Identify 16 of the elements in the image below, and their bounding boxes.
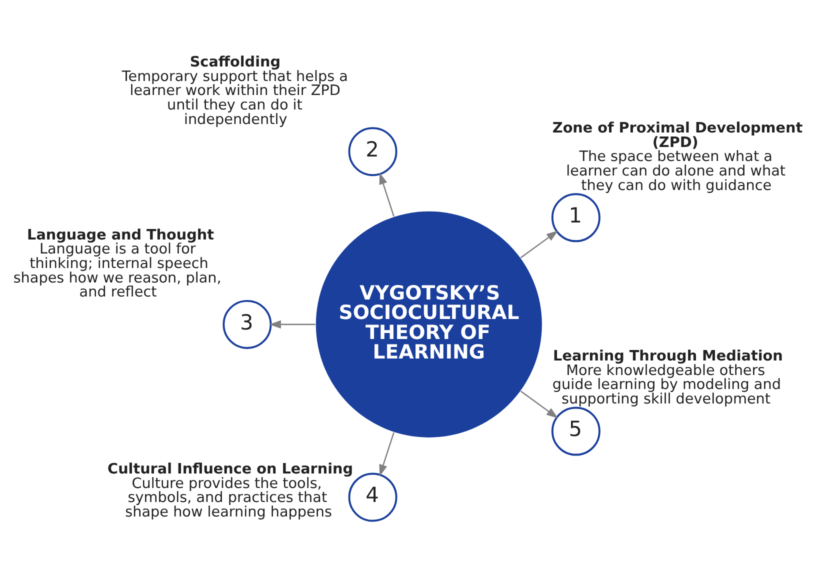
arrow xyxy=(379,172,394,216)
arrow xyxy=(520,390,558,418)
arrow xyxy=(520,230,558,258)
arrow xyxy=(379,432,394,476)
node-label: The space between what a learner can do alone and what they can do with guidance xyxy=(566,148,786,194)
node-circle: 3 xyxy=(222,299,272,348)
node-circle: 5 xyxy=(551,406,600,456)
node-circle: VYGOTSKY’S SOCIOCULTURAL THEORY OF LEARNING xyxy=(316,210,542,437)
arrow xyxy=(269,320,316,328)
node-circle: 1 xyxy=(551,192,600,242)
node-circle: 2 xyxy=(348,126,398,176)
node-label: Scaffolding xyxy=(190,54,281,70)
node-label: Culture provides the tools, symbols, and practices that shape how learning happens xyxy=(125,475,332,520)
node-label: Language and Thought xyxy=(27,226,214,243)
node-label: Learning Through Mediation xyxy=(553,348,783,364)
node-label: Zone of Proximal Development (ZPD) xyxy=(552,120,803,150)
